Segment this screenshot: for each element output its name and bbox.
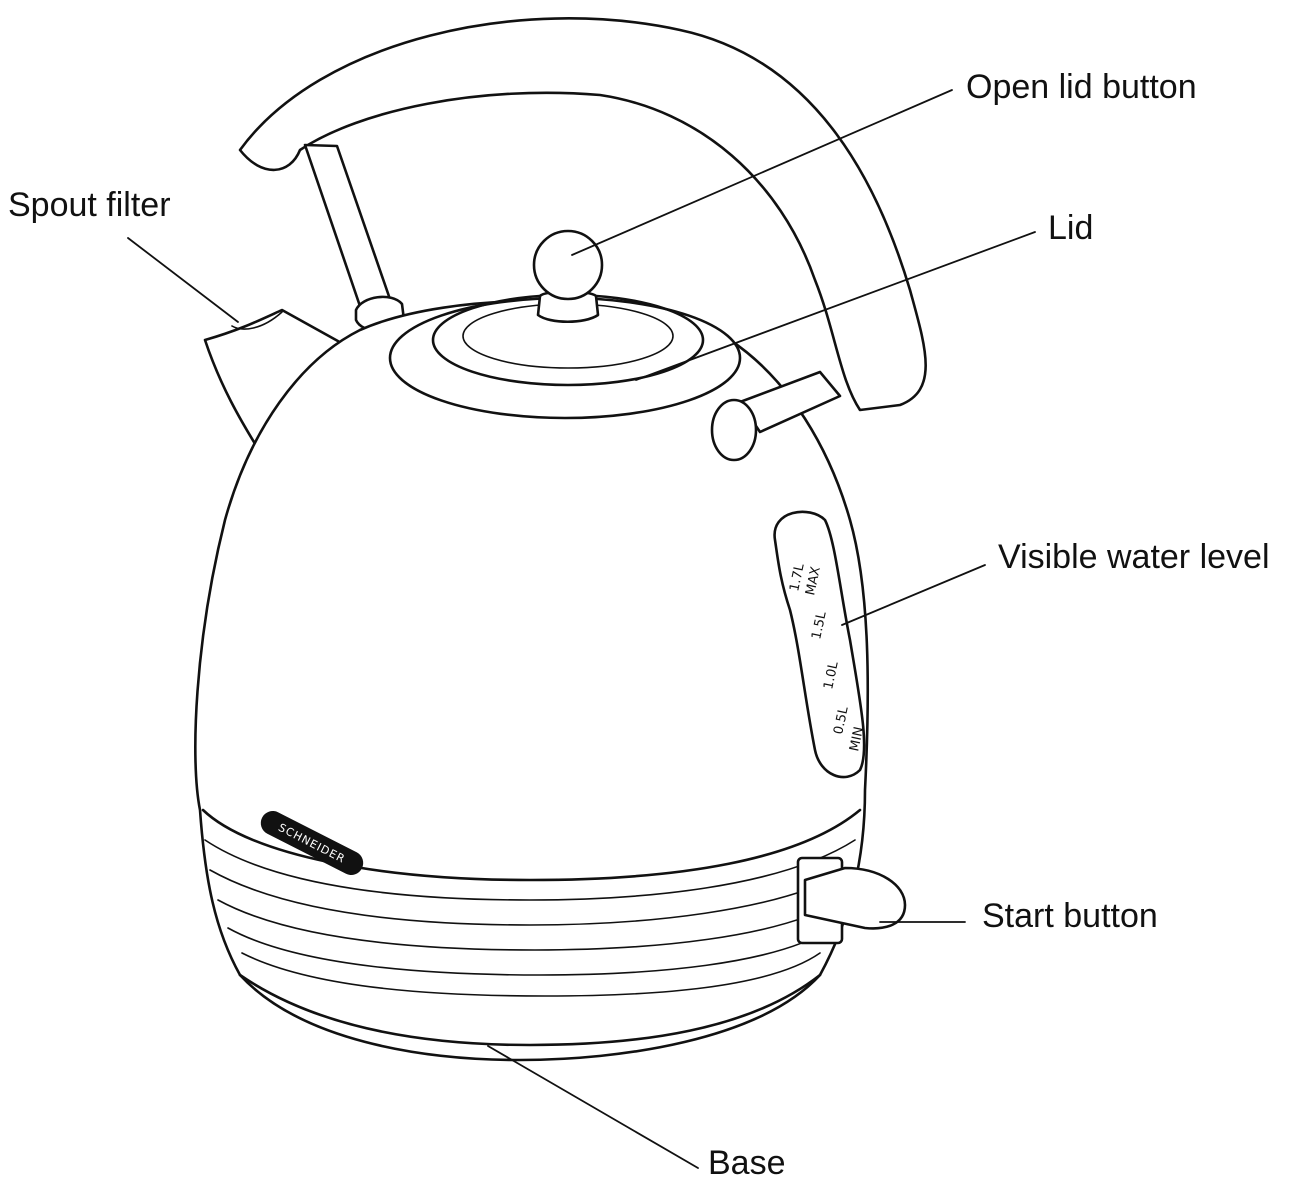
leader-lid [635, 231, 1036, 381]
water-gauge-marks: 1.7L MAX 1.5L 1.0L 0.5L MIN [787, 562, 867, 753]
base-line [238, 973, 822, 1047]
label-start-button: Start button [982, 897, 1158, 935]
ribbed-band [204, 839, 856, 997]
leader-spout [127, 237, 239, 323]
leader-base [487, 1045, 699, 1169]
leader-water-level [841, 564, 986, 626]
label-spout-filter: Spout filter [8, 186, 171, 224]
label-base: Base [708, 1144, 786, 1182]
svg-text:MIN: MIN [847, 725, 867, 752]
svg-text:1.5L: 1.5L [809, 610, 830, 641]
handle-post [303, 143, 394, 314]
handle-hinge [710, 398, 758, 462]
label-lid: Lid [1048, 209, 1094, 247]
label-open-lid-button: Open lid button [966, 68, 1197, 106]
svg-text:1.0L: 1.0L [821, 660, 842, 691]
leader-open-lid [571, 89, 953, 256]
svg-text:MAX: MAX [803, 565, 824, 597]
water-window [773, 510, 866, 779]
svg-text:1.7L: 1.7L [787, 562, 808, 593]
start-switch [803, 866, 907, 930]
label-visible-water-level: Visible water level [998, 538, 1270, 576]
ribbed-band-top [201, 808, 862, 882]
kettle-handle [238, 17, 927, 412]
open-lid-knob [532, 229, 604, 301]
svg-text:0.5L: 0.5L [831, 705, 852, 736]
